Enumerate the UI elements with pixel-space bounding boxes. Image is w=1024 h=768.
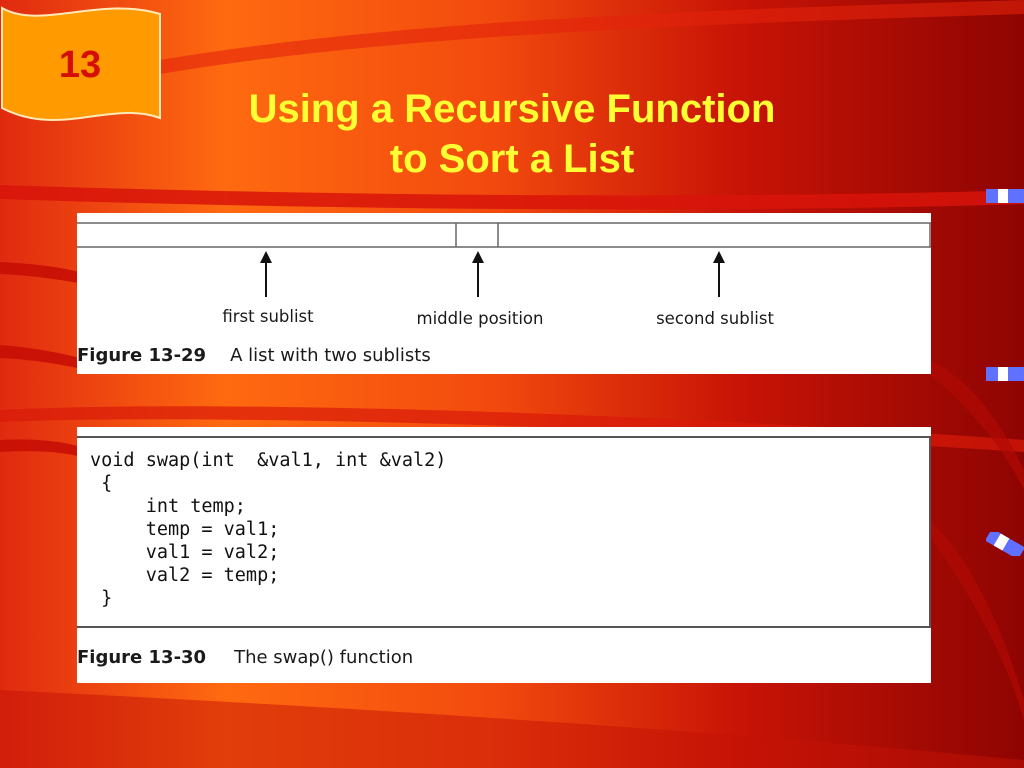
code-line: val1 = val2; — [90, 542, 280, 563]
figure-13-30: void swap(int &val1, int &val2) { int te… — [77, 427, 931, 683]
first-sublist-label: first sublist — [222, 307, 314, 326]
figure-number: Figure 13-30 — [77, 647, 207, 668]
figure-caption: Figure 13-30 The swap() function — [77, 647, 413, 668]
second-sublist-label: second sublist — [656, 309, 774, 328]
figure-number: Figure 13-29 — [77, 345, 207, 366]
slide-title: Using a Recursive Function to Sort a Lis… — [180, 84, 844, 184]
code-line: val2 = temp; — [90, 565, 280, 586]
code-line: void swap(int &val1, int &val2) — [90, 450, 447, 471]
pin-icon — [986, 189, 1024, 203]
pin-icon — [986, 532, 1024, 556]
code-listing: void swap(int &val1, int &val2) { int te… — [77, 436, 931, 628]
figure-caption-text: The swap() function — [234, 647, 414, 668]
code-line: } — [90, 588, 113, 609]
title-line-2: to Sort a List — [389, 137, 635, 181]
pin-icon — [986, 367, 1024, 381]
code-line: int temp; — [90, 496, 246, 517]
code-line: { — [90, 473, 113, 494]
middle-position-label: middle position — [416, 309, 544, 328]
figure-13-29: first sublist middle position second sub… — [77, 213, 931, 374]
title-line-1: Using a Recursive Function — [248, 87, 776, 131]
slide-number-badge: 13 — [0, 0, 164, 130]
slide-number: 13 — [58, 44, 102, 86]
figure-caption: Figure 13-29 A list with two sublists — [77, 345, 431, 366]
figure-caption-text: A list with two sublists — [230, 345, 431, 366]
list-diagram — [77, 222, 931, 297]
code-line: temp = val1; — [90, 519, 280, 540]
